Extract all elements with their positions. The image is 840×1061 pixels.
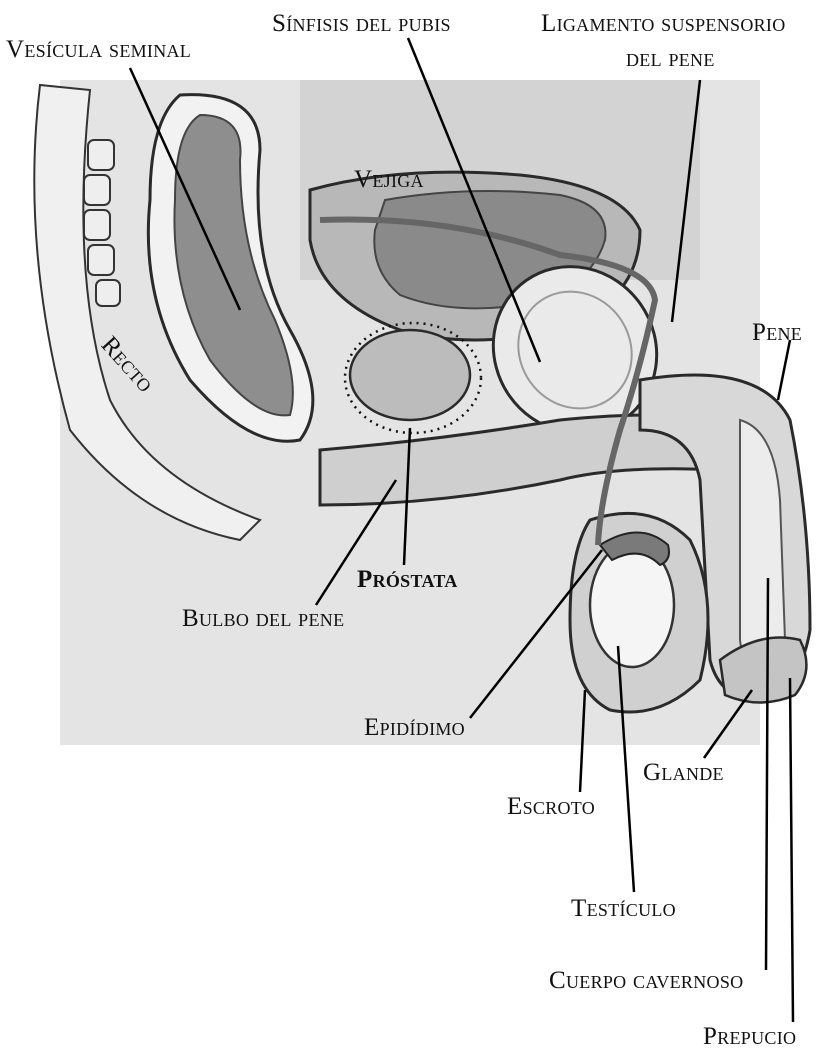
label-prepucio: Prepucio [703,1024,796,1049]
label-prostata: Próstata [357,567,458,592]
prostate [350,330,470,420]
label-epididimo: Epidídimo [364,715,465,740]
leader-prepucio [790,678,793,1022]
label-testiculo: Testículo [571,896,676,921]
label-vejiga: Vejiga [354,167,424,192]
label-vesicula-seminal: Vesícula seminal [6,37,191,62]
label-bulbo-pene: Bulbo del pene [182,606,344,631]
label-sinfisis-pubis: Sínfisis del pubis [272,11,451,36]
label-cuerpo-cavernoso: Cuerpo cavernoso [549,968,743,993]
label-pene: Pene [752,320,802,345]
label-escroto: Escroto [507,794,595,819]
label-ligamento-line1: Ligamento suspensorio [541,11,786,36]
label-ligamento-line2: del pene [626,46,715,71]
leader-pene [778,340,790,400]
label-glande: Glande [643,760,724,785]
